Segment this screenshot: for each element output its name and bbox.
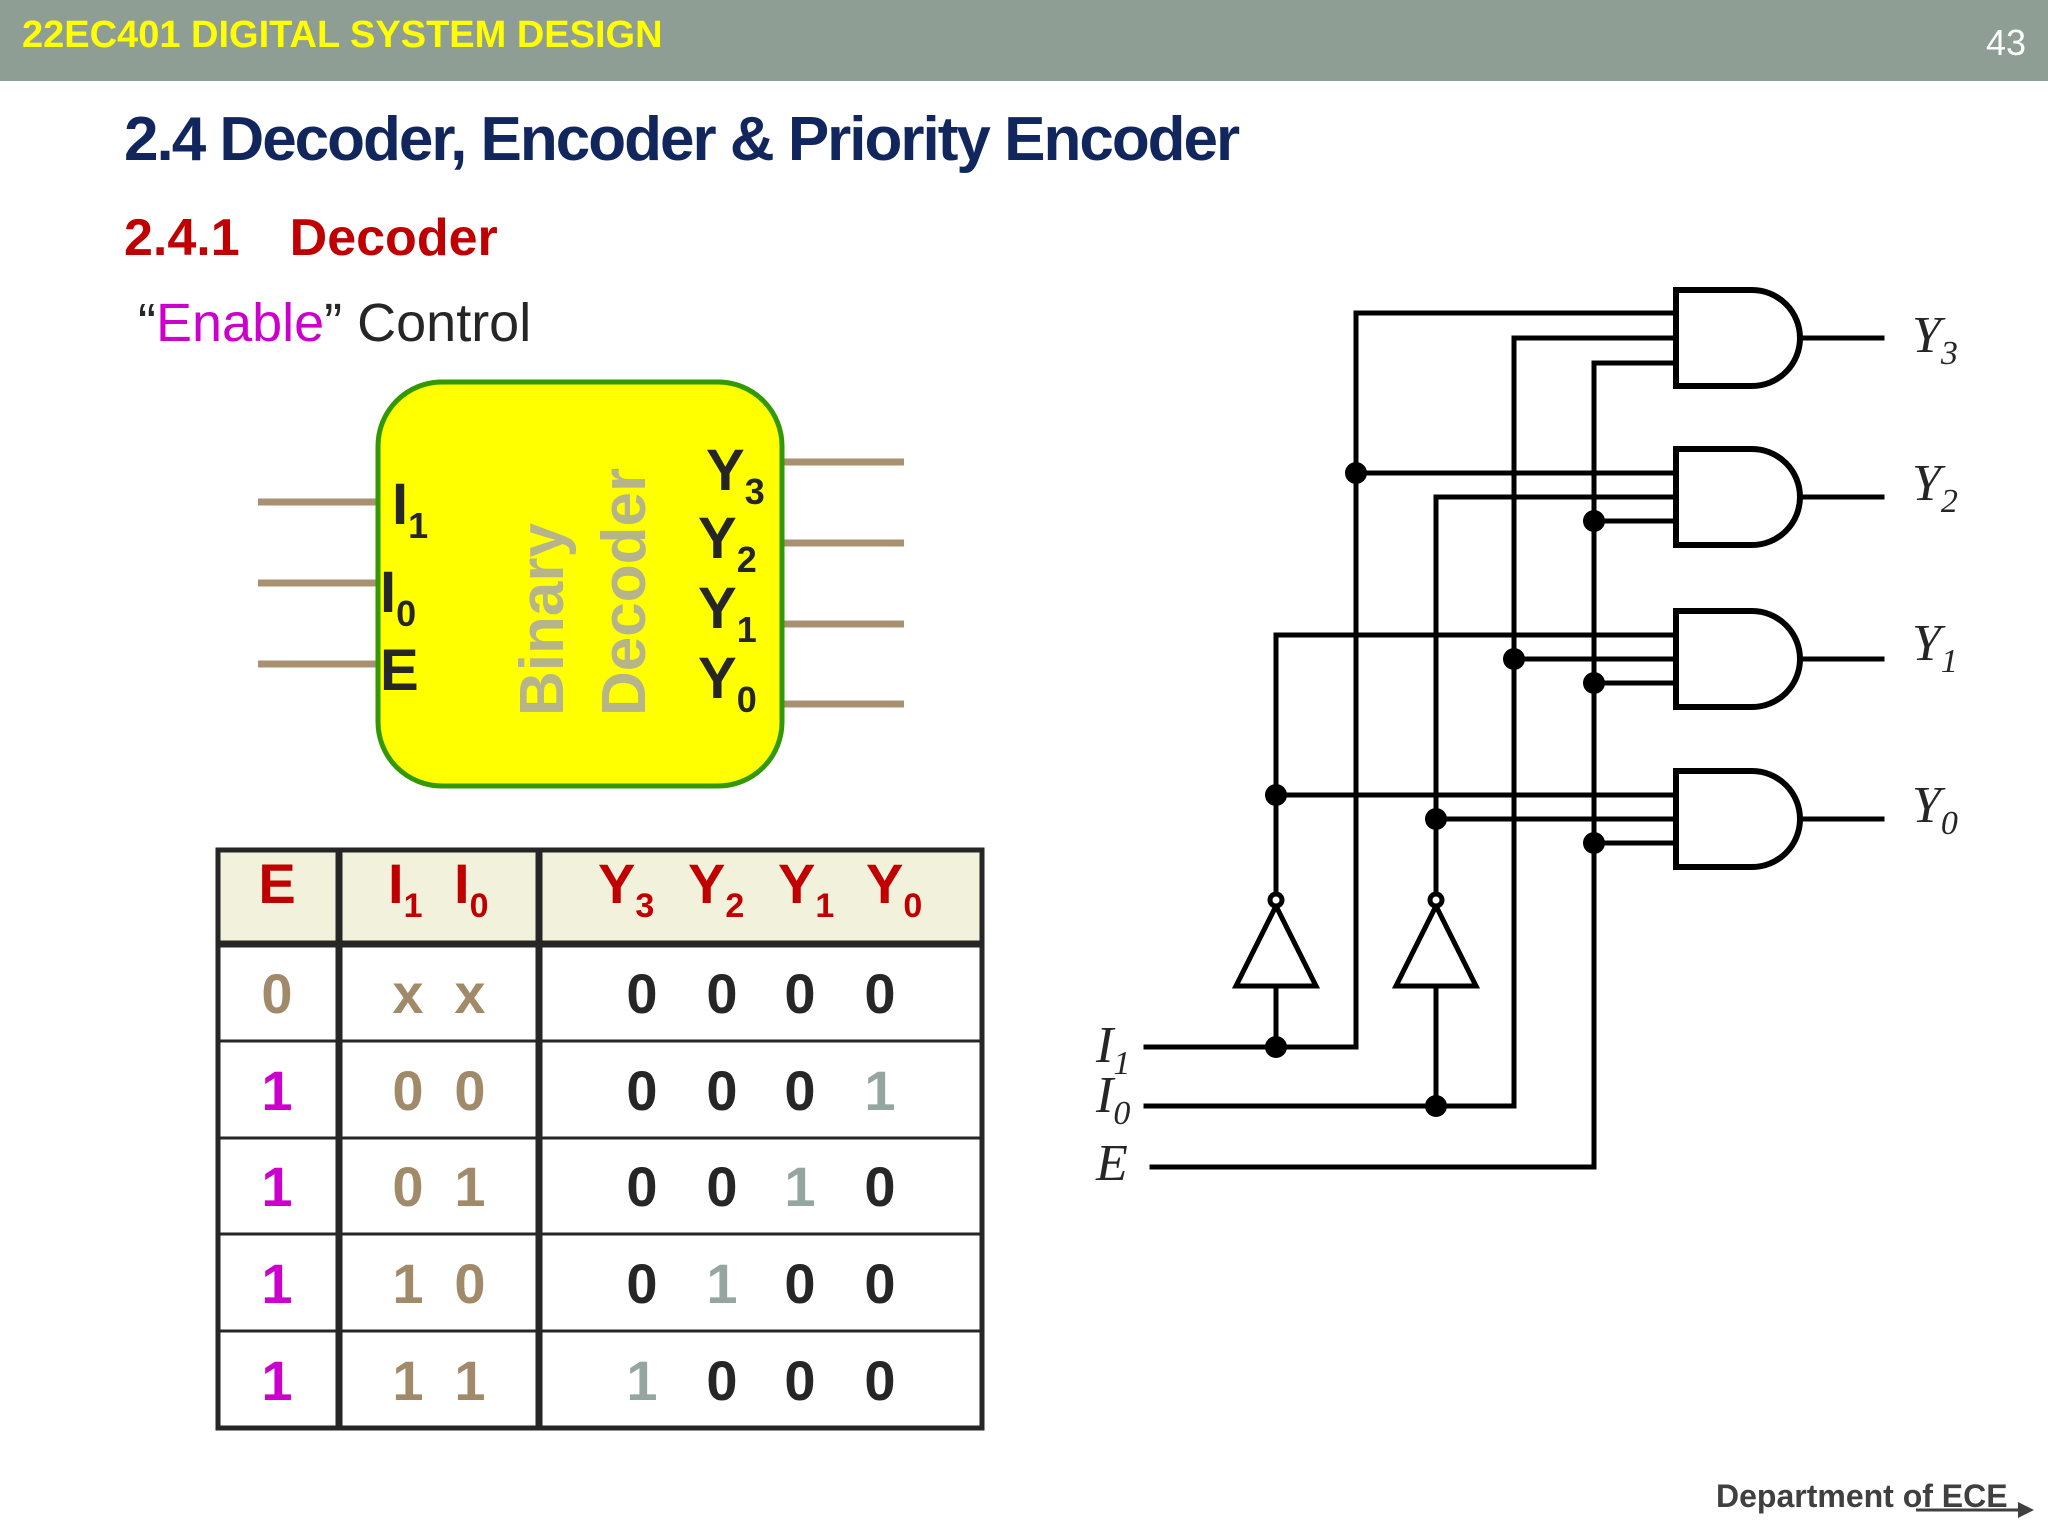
- not-gate-i0: [1391, 900, 1481, 989]
- page-number: 43: [1985, 22, 2026, 63]
- junction-dots: [1265, 462, 1605, 1117]
- row-3-input-0: 1: [392, 1252, 423, 1315]
- header-i1: I1: [388, 852, 422, 925]
- block-output-y0: Y0: [698, 646, 757, 720]
- close-quote: ”: [324, 293, 343, 353]
- row-4-output-2: 0: [784, 1349, 815, 1412]
- not-bubble-i0: [1427, 891, 1445, 909]
- row-1-output-3: 1: [864, 1059, 895, 1122]
- not-gates: [1231, 891, 1481, 989]
- enable-control-caption: “Enable” Control: [138, 292, 531, 354]
- row-4-output-3: 0: [864, 1349, 895, 1412]
- header-y1: Y1: [778, 852, 834, 925]
- row-3-output-3: 0: [864, 1252, 895, 1315]
- row-4-output-0: 1: [626, 1349, 657, 1412]
- circuit-output-y1: Y1: [1912, 615, 1958, 680]
- row-0-e: 0: [261, 962, 292, 1025]
- row-0-output-1: 0: [706, 962, 737, 1025]
- subsection-heading: 2.4.1 Decoder: [124, 208, 498, 268]
- row-2-output-3: 0: [864, 1155, 895, 1218]
- control-word: Control: [342, 293, 532, 353]
- circuit-input-i1: I1: [1095, 1017, 1130, 1082]
- row-3-output-2: 0: [784, 1252, 815, 1315]
- row-3-output-1: 1: [706, 1252, 737, 1315]
- row-1-output-1: 0: [706, 1059, 737, 1122]
- header-i0: I0: [454, 852, 488, 925]
- row-0-input-0: x: [392, 962, 423, 1025]
- enable-word: Enable: [155, 293, 325, 353]
- circuit-input-i0: I0: [1095, 1067, 1130, 1132]
- header-y3: Y3: [598, 852, 654, 925]
- row-0-output-3: 0: [864, 962, 895, 1025]
- row-4-input-1: 1: [454, 1349, 485, 1412]
- header-y0: Y0: [866, 852, 922, 925]
- row-3-output-0: 0: [626, 1252, 657, 1315]
- subsection-number: 2.4.1: [124, 209, 240, 267]
- row-1-output-0: 0: [626, 1059, 657, 1122]
- circuit-output-y0: Y0: [1912, 777, 1958, 842]
- block-output-y3: Y3: [706, 438, 765, 512]
- row-4-output-1: 0: [706, 1349, 737, 1412]
- block-pin-lines: [258, 458, 904, 708]
- block-label-decoder: Decoder: [590, 468, 659, 716]
- row-1-input-0: 0: [392, 1059, 423, 1122]
- not-gate-i1: [1231, 900, 1321, 989]
- row-1-input-1: 0: [454, 1059, 485, 1122]
- row-1-e: 1: [261, 1059, 292, 1122]
- circuit-output-y2: Y2: [1912, 455, 1958, 520]
- block-output-y1: Y1: [698, 576, 757, 650]
- circuit-input-e: E: [1095, 1135, 1128, 1192]
- and-gate-y2: [1673, 446, 1803, 548]
- open-quote: “: [138, 293, 156, 353]
- header-e: E: [258, 852, 295, 915]
- footer-department: Department of ECE: [1716, 1478, 2008, 1514]
- not-bubble-i1: [1267, 891, 1285, 909]
- and-gates: [1673, 287, 1803, 870]
- header-y2: Y2: [688, 852, 744, 925]
- row-0-output-2: 0: [784, 962, 815, 1025]
- row-2-output-1: 0: [706, 1155, 737, 1218]
- row-4-input-0: 1: [392, 1349, 423, 1412]
- course-title: 22EC401 DIGITAL SYSTEM DESIGN: [22, 14, 663, 56]
- row-0-output-0: 0: [626, 962, 657, 1025]
- and-gate-y3: [1673, 287, 1803, 389]
- slide-header-bar: 22EC401 DIGITAL SYSTEM DESIGN 43: [0, 0, 2048, 81]
- block-input-e: E: [380, 638, 419, 703]
- block-input-i0: I0: [380, 560, 416, 634]
- footer-arrow-head: [2018, 1502, 2034, 1518]
- slide-title: 2.4 Decoder, Encoder & Priority Encoder: [124, 105, 1240, 174]
- truth-table-header-bg: [218, 850, 982, 944]
- row-4-e: 1: [261, 1349, 292, 1412]
- row-2-output-0: 0: [626, 1155, 657, 1218]
- row-2-input-1: 1: [454, 1155, 485, 1218]
- and-gate-y0: [1673, 768, 1803, 870]
- circuit-wires: [1143, 310, 1885, 1170]
- decoder-block-body: [375, 379, 785, 789]
- row-2-output-2: 1: [784, 1155, 815, 1218]
- row-3-e: 1: [261, 1252, 292, 1315]
- row-2-input-0: 0: [392, 1155, 423, 1218]
- block-output-y2: Y2: [698, 506, 757, 580]
- row-2-e: 1: [261, 1155, 292, 1218]
- and-gate-y1: [1673, 608, 1803, 710]
- row-0-input-1: x: [454, 962, 485, 1025]
- block-input-i1: I1: [392, 472, 428, 546]
- subsection-name: Decoder: [289, 209, 498, 267]
- circuit-output-y3: Y3: [1912, 307, 1958, 372]
- block-label-binary: Binary: [508, 523, 577, 716]
- row-1-output-2: 0: [784, 1059, 815, 1122]
- row-3-input-1: 0: [454, 1252, 485, 1315]
